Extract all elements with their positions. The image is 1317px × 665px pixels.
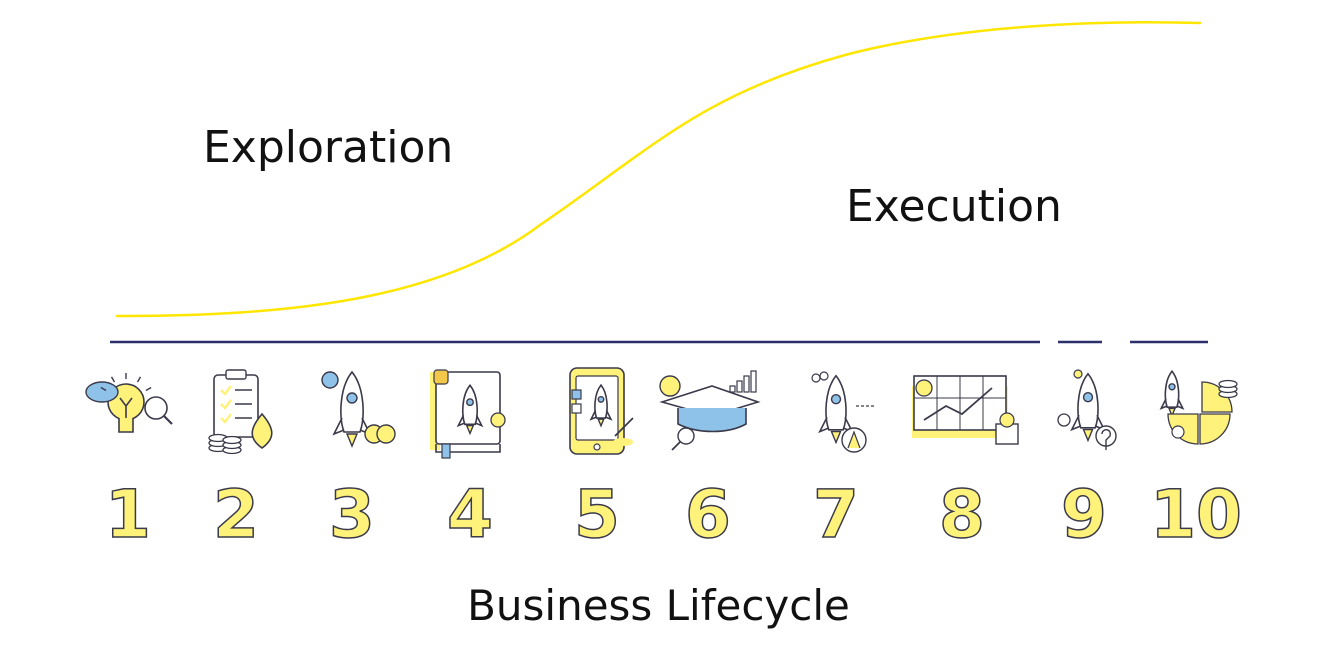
diagram-title: Business Lifecycle [467,581,850,630]
stage-10: 10 [1149,369,1243,554]
stage-2: 2 [208,369,273,554]
stage-7: 7 [811,371,876,554]
rocket-growth-icon [811,371,876,453]
stage-9: 9 [1057,369,1117,554]
rocket-pie-icon [1159,369,1238,445]
stage-3: 3 [321,370,396,554]
stage-4: 4 [430,369,506,554]
phone-rocket-icon [569,367,634,455]
rocket-launch-icon [321,370,396,448]
stage-number: 6 [685,476,731,553]
stage-number: 8 [939,476,985,553]
stage-number: 10 [1150,476,1242,553]
stage-1: 1 [85,373,173,554]
stage-number: 1 [105,476,151,553]
phase-label-execution: Execution [846,181,1062,232]
rocket-money-icon [1057,369,1117,450]
stage-number: 9 [1061,476,1107,553]
book-rocket-icon [430,369,506,459]
phase-label-exploration: Exploration [203,122,454,173]
stage-6: 6 [659,370,761,554]
dashboard-chart-icon [912,375,1019,445]
stage-number: 4 [447,476,493,553]
lightbulb-idea-icon [85,373,173,433]
stage-5: 5 [569,367,634,554]
stage-8: 8 [912,375,1019,554]
stage-number: 2 [213,476,259,553]
stage-number: 3 [329,476,375,553]
stage-number: 5 [574,476,620,553]
checklist-clipboard-icon [208,369,273,455]
graduation-cap-icon [659,370,761,451]
growth-s-curve [115,20,1202,318]
stage-number: 7 [813,476,859,553]
